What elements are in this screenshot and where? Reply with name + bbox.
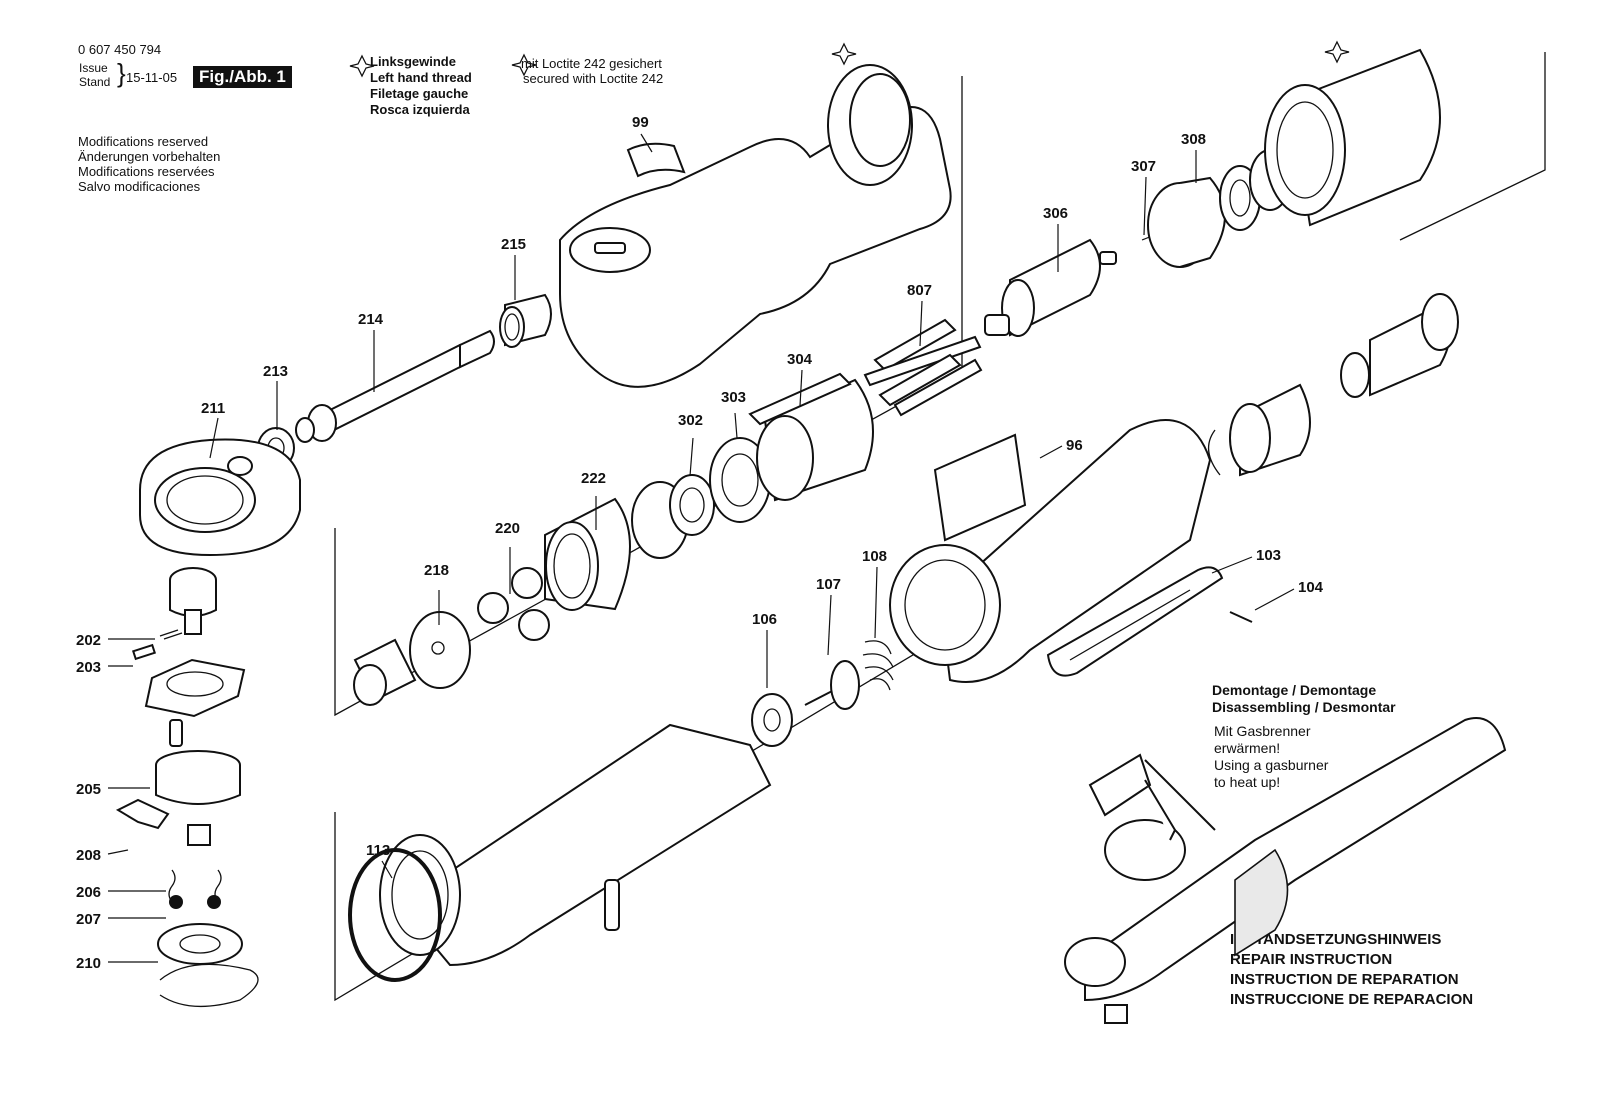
callout-215: 215 [501,236,526,253]
part-number: 0 607 450 794 [78,42,162,57]
callout-306: 306 [1043,205,1068,222]
part-807-vanes [863,318,983,417]
callout-103: 103 [1256,547,1281,564]
part-214-shaft [295,329,495,443]
bearings-302-303 [631,437,771,559]
lower-housing [348,723,772,982]
callout-302: 302 [678,412,703,429]
callout-206: 206 [76,884,101,901]
disassembly-illustration [1064,717,1507,1024]
callout-203: 203 [76,659,101,676]
issue-date: 15-11-05 [126,70,178,85]
inlet-connection [1208,293,1459,477]
brace-glyph: } [117,58,126,88]
callout-106: 106 [752,611,777,628]
modifications-line: Modifications reservées [78,164,215,179]
callout-308: 308 [1181,131,1206,148]
callout-218: 218 [424,562,449,579]
issue-label: Issue [79,61,108,75]
disassembly-title: Demontage / Demontage Disassembling / De… [1212,682,1396,715]
planetary-gear-group [353,497,631,706]
callout-307: 307 [1131,158,1156,175]
callout-99: 99 [632,114,649,131]
stand-label: Stand [79,75,111,89]
callout-96: 96 [1066,437,1083,454]
part-215-needle-bearing [499,293,552,348]
callout-211: 211 [201,400,225,417]
modifications-line: Modifications reserved [78,134,209,149]
repair-instruction: INSTANDSETZUNGSHINWEIS REPAIR INSTRUCTIO… [1230,931,1474,1008]
part-211-ratchet-ring [139,438,301,557]
callout-213: 213 [263,363,288,380]
part-304-cylinder [748,372,874,502]
left-hand-thread-legend: Linksgewinde Left hand thread Filetage g… [370,54,472,117]
parts-106-107-108 [751,640,894,747]
callout-108: 108 [862,548,887,565]
callout-304: 304 [787,351,813,368]
callout-807: 807 [907,282,932,299]
part-306-rotor [984,238,1117,337]
ratchet-stack-parts [115,567,259,1008]
star-symbol-icon [349,40,1350,78]
modifications-line: Änderungen vorbehalten [78,149,221,164]
part-103-104-clip [1046,566,1253,677]
motor-housing [889,419,1212,683]
leader-lines [107,133,1295,963]
figure-label: Fig./Abb. 1 [193,66,292,88]
callout-214: 214 [358,311,384,328]
ratchet-head-housing [559,64,952,388]
callout-303: 303 [721,389,746,406]
callout-222: 222 [581,470,606,487]
callout-202: 202 [76,632,101,649]
callout-207: 207 [76,911,101,928]
callout-104: 104 [1298,579,1324,596]
part-99-label [626,142,686,178]
callout-113: 113 [366,842,390,859]
callout-210: 210 [76,955,101,972]
outer-sleeve [1264,48,1441,227]
loctite-legend: mit Loctite 242 gesichert secured with L… [521,56,664,86]
callout-107: 107 [816,576,841,593]
callout-220: 220 [495,520,520,537]
callout-208: 208 [76,847,101,864]
modifications-line: Salvo modificaciones [78,179,201,194]
gasburner-note: Mit Gasbrenner erwärmen! Using a gasburn… [1214,723,1329,790]
callout-205: 205 [76,781,101,798]
